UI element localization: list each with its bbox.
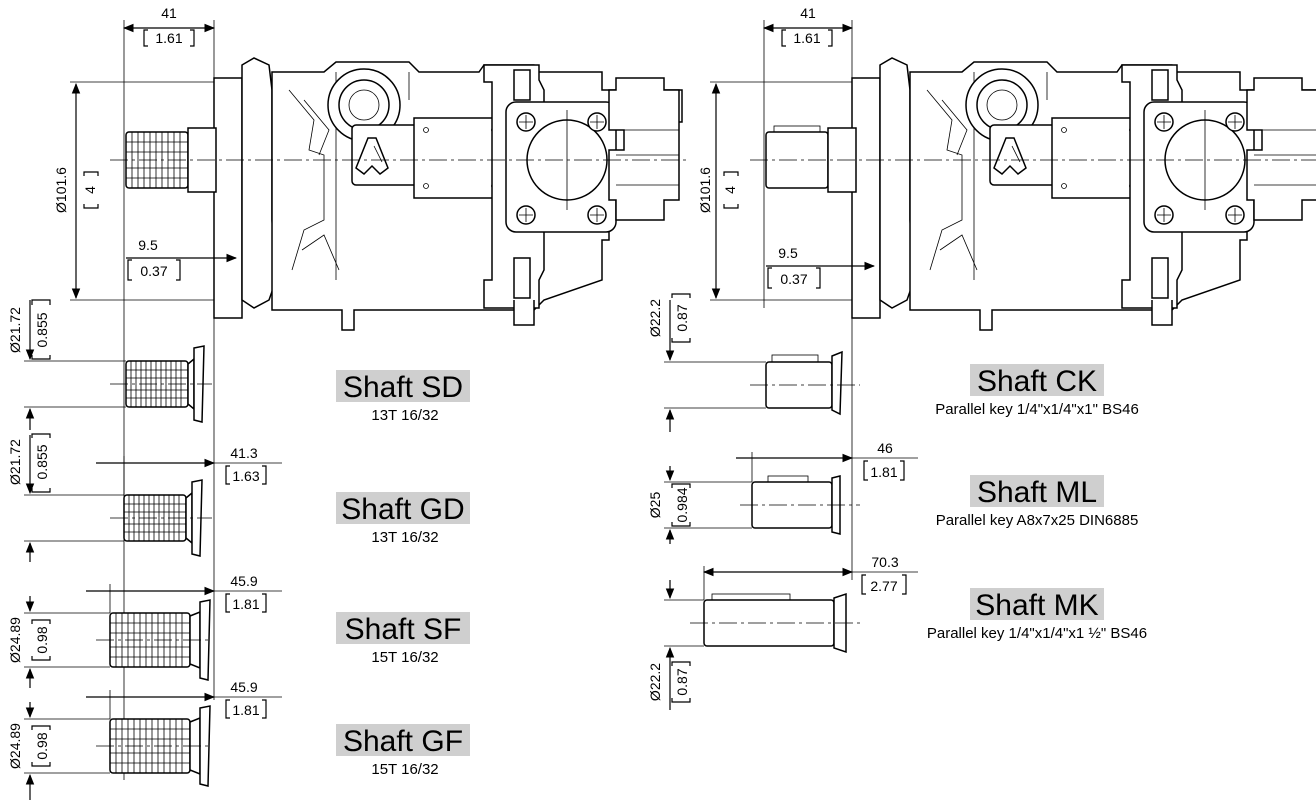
shaft-gd-subtitle: 13T 16/32 bbox=[371, 529, 438, 546]
shaft-mk-len-in: 2.77 bbox=[870, 578, 897, 594]
shaft-mk: 70.3 2.77 Ø22.2 0.87 Shaft MK Parallel k… bbox=[647, 554, 1147, 710]
shaft-gf-len: 45.9 bbox=[230, 679, 257, 695]
shaft-mk-subtitle: Parallel key 1/4"x1/4"x1 ½" BS46 bbox=[927, 625, 1147, 642]
shaft-sf-title: Shaft SF bbox=[345, 613, 462, 646]
shaft-ml-len: 46 bbox=[877, 440, 893, 456]
left-flange-dim: Ø101.6 bbox=[53, 167, 69, 213]
left-offset-dim-in: 0.37 bbox=[140, 263, 167, 279]
left-motor-view: 41 1.61 Ø101.6 4 9.5 0.37 bbox=[53, 5, 690, 780]
left-offset-dim: 9.5 bbox=[138, 237, 158, 253]
shaft-ck: Ø22.2 0.87 Shaft CK Parallel key 1/4"x1/… bbox=[647, 293, 1139, 432]
shaft-sd-dia-in: 0.855 bbox=[34, 312, 50, 347]
shaft-sf-len: 45.9 bbox=[230, 573, 257, 589]
shaft-gd-dia: Ø21.72 bbox=[7, 439, 23, 485]
shaft-gf-title: Shaft GF bbox=[343, 725, 463, 758]
shaft-sf-dia-in: 0.98 bbox=[34, 626, 50, 653]
shaft-ml-dia: Ø25 bbox=[647, 492, 663, 519]
shaft-gf-dia-in: 0.98 bbox=[34, 732, 50, 759]
shaft-gf-len-in: 1.81 bbox=[232, 702, 259, 718]
shaft-gf: 45.9 1.81 Ø24.89 0.98 Shaft GF 15T 16/32 bbox=[7, 679, 470, 800]
shaft-sd: Ø21.72 0.855 Shaft SD 13T 16/32 bbox=[7, 299, 470, 430]
shaft-sd-subtitle: 13T 16/32 bbox=[371, 407, 438, 424]
shaft-sf-dia: Ø24.89 bbox=[7, 617, 23, 663]
right-offset-dim-in: 0.37 bbox=[780, 271, 807, 287]
right-width-dim: 41 bbox=[800, 5, 816, 21]
shaft-ck-dia-in: 0.87 bbox=[674, 304, 690, 331]
right-motor-view: 41 1.61 Ø101.6 4 9.5 0.37 bbox=[697, 5, 1316, 580]
shaft-sf-len-in: 1.81 bbox=[232, 596, 259, 612]
shaft-ml: 46 1.81 Ø25 0.984 Shaft ML Parallel key … bbox=[647, 440, 1138, 544]
shaft-mk-dia: Ø22.2 bbox=[647, 663, 663, 701]
shaft-ck-subtitle: Parallel key 1/4"x1/4"x1" BS46 bbox=[935, 401, 1139, 418]
shaft-gd: 41.3 1.63 Ø21.72 0.855 Shaft GD 13T 16/3… bbox=[7, 433, 470, 562]
shaft-ck-dia: Ø22.2 bbox=[647, 299, 663, 337]
shaft-sf: 45.9 1.81 Ø24.89 0.98 Shaft SF 15T 16/32 bbox=[7, 573, 470, 688]
shaft-ck-title: Shaft CK bbox=[977, 365, 1097, 398]
right-width-dim-in: 1.61 bbox=[793, 30, 820, 46]
shaft-ml-len-in: 1.81 bbox=[870, 464, 897, 480]
right-flange-dim: Ø101.6 bbox=[697, 167, 713, 213]
right-offset-dim: 9.5 bbox=[778, 245, 798, 261]
shaft-ml-dia-in: 0.984 bbox=[674, 487, 690, 522]
left-width-dim-in: 1.61 bbox=[155, 30, 182, 46]
shaft-sd-title: Shaft SD bbox=[343, 371, 463, 404]
shaft-mk-dia-in: 0.87 bbox=[674, 668, 690, 695]
shaft-mk-title: Shaft MK bbox=[975, 589, 1098, 622]
shaft-gf-subtitle: 15T 16/32 bbox=[371, 761, 438, 778]
shaft-ml-subtitle: Parallel key A8x7x25 DIN6885 bbox=[936, 512, 1139, 529]
shaft-gd-len-in: 1.63 bbox=[232, 468, 259, 484]
shaft-gd-len: 41.3 bbox=[230, 445, 257, 461]
shaft-gd-title: Shaft GD bbox=[341, 493, 464, 526]
shaft-mk-len: 70.3 bbox=[871, 554, 898, 570]
shaft-sd-dia: Ø21.72 bbox=[7, 307, 23, 353]
left-width-dim: 41 bbox=[161, 5, 177, 21]
left-flange-dim-in: 4 bbox=[82, 186, 98, 194]
shaft-gf-dia: Ø24.89 bbox=[7, 723, 23, 769]
right-flange-dim-in: 4 bbox=[722, 186, 738, 194]
shaft-sf-subtitle: 15T 16/32 bbox=[371, 649, 438, 666]
shaft-ml-title: Shaft ML bbox=[977, 476, 1097, 509]
shaft-gd-dia-in: 0.855 bbox=[34, 444, 50, 479]
